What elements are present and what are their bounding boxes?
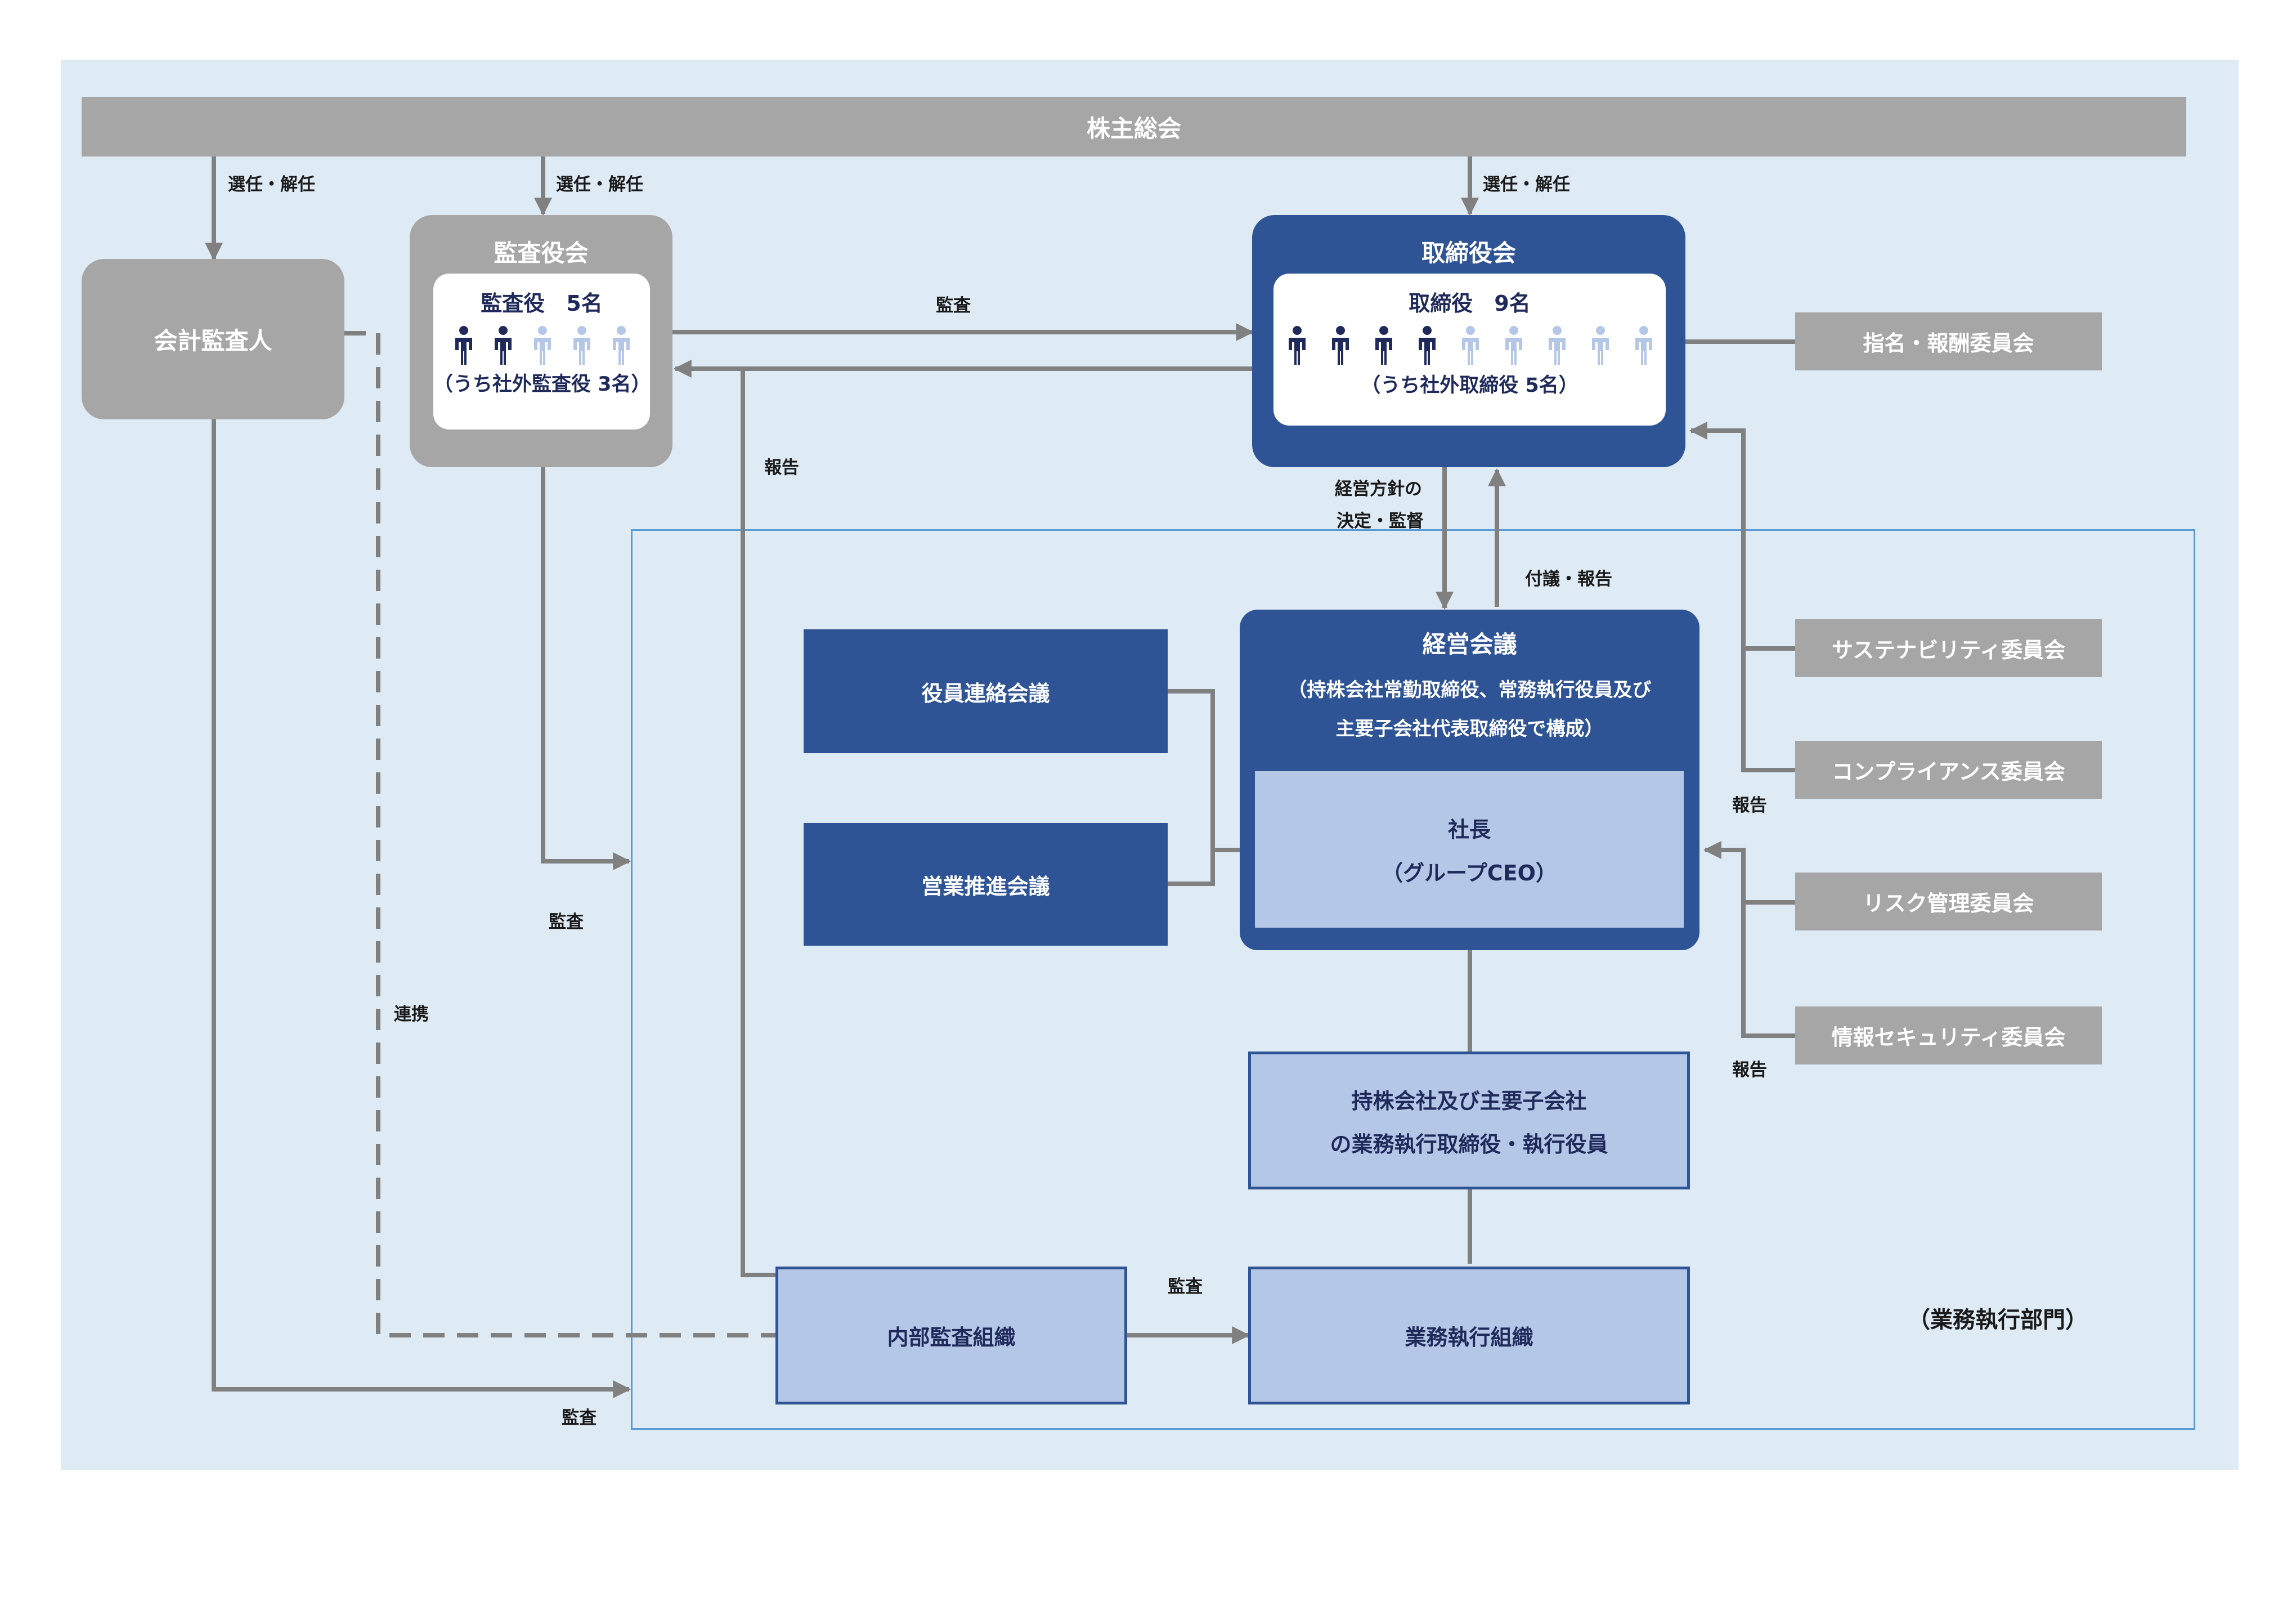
inside-person-icon xyxy=(495,326,512,365)
arrow-audit-exec xyxy=(541,467,631,870)
internal-audit-organization: 内部監査組織 xyxy=(775,1267,1127,1404)
president: 社長 （グループCEO） xyxy=(1252,768,1687,930)
shareholders-label: 株主総会 xyxy=(1086,114,1181,142)
shareholders-meeting: 株主総会 xyxy=(82,97,2186,156)
outside-person-icon xyxy=(1462,326,1479,365)
label-audit-exec: 監査 xyxy=(549,912,584,932)
committee-risk: リスク管理委員会 xyxy=(1795,873,2102,930)
label-appoint-3: 選任・解任 xyxy=(1483,175,1570,195)
management-meeting-desc-1: （持株会社常勤取締役、常務執行役員及び xyxy=(1288,679,1652,701)
executive-section-label: （業務執行部門） xyxy=(1908,1307,2088,1333)
inside-person-icon xyxy=(1289,326,1306,365)
committee-nomination: 指名・報酬委員会 xyxy=(1795,312,2102,370)
board-inner: 取締役 9名 （うち社外取締役 5名） xyxy=(1273,274,1666,426)
label-appoint-1: 選任・解任 xyxy=(228,175,315,195)
line-risk xyxy=(1703,841,1795,905)
board-people xyxy=(1289,326,1652,365)
label-report-to-audit-board: 報告 xyxy=(764,458,799,478)
committee-risk-label: リスク管理委員会 xyxy=(1863,891,2034,916)
label-audit-board-to-board: 監査 xyxy=(936,296,971,316)
line-infosec xyxy=(1741,902,1795,1038)
board-count: 取締役 9名 xyxy=(1409,291,1531,316)
officer-liaison-meeting: 役員連絡会議 xyxy=(804,629,1168,753)
operations-label: 業務執行組織 xyxy=(1405,1325,1533,1350)
board-title: 取締役会 xyxy=(1421,239,1516,267)
label-link: 連携 xyxy=(394,1004,429,1024)
committee-infosec: 情報セキュリティ委員会 xyxy=(1795,1006,2102,1064)
outside-person-icon xyxy=(534,326,551,365)
audit-board-title: 監査役会 xyxy=(494,239,589,267)
executive-officers-line-2: の業務執行取締役・執行役員 xyxy=(1330,1131,1608,1157)
inside-person-icon xyxy=(1332,326,1349,365)
inside-person-icon xyxy=(1419,326,1436,365)
outside-person-icon xyxy=(1505,326,1522,365)
officer-liaison-meeting-label: 役員連絡会議 xyxy=(921,681,1050,706)
line-internal-audit-report xyxy=(741,369,777,1277)
committee-sustainability-label: サステナビリティ委員会 xyxy=(1832,638,2065,663)
audit-board-outside: （うち社外監査役 3名） xyxy=(433,373,651,396)
board-outside: （うち社外取締役 5名） xyxy=(1361,374,1578,397)
label-report-sustainability: 報告 xyxy=(1732,795,1767,816)
sales-promotion-meeting: 営業推進会議 xyxy=(804,823,1168,946)
president-subtitle: （グループCEO） xyxy=(1382,861,1557,885)
audit-board-inner: 監査役 5名 （うち社外監査役 3名） xyxy=(433,274,651,430)
outside-person-icon xyxy=(613,326,630,365)
president-title: 社長 xyxy=(1447,817,1491,842)
outside-person-icon xyxy=(573,326,590,365)
sales-promotion-meeting-label: 営業推進会議 xyxy=(921,874,1050,899)
committee-sustainability: サステナビリティ委員会 xyxy=(1795,619,2102,677)
label-report-risk: 報告 xyxy=(1732,1060,1767,1080)
management-meeting-title: 経営会議 xyxy=(1422,630,1517,658)
business-operations-organization: 業務執行組織 xyxy=(1248,1267,1690,1404)
inside-person-icon xyxy=(1375,326,1392,365)
outside-person-icon xyxy=(1635,326,1652,365)
line-sustainability xyxy=(1689,422,1795,651)
dashed-link xyxy=(344,331,775,1337)
internal-audit-label: 内部監査組織 xyxy=(887,1325,1016,1350)
label-audit-accountant: 監査 xyxy=(562,1408,597,1428)
label-appoint-2: 選任・解任 xyxy=(556,175,643,195)
committee-compliance-label: コンプライアンス委員会 xyxy=(1832,759,2065,784)
label-proposal: 付議・報告 xyxy=(1525,569,1612,589)
committee-infosec-label: 情報セキュリティ委員会 xyxy=(1831,1025,2066,1050)
audit-board-people xyxy=(455,326,630,365)
audit-board-count: 監査役 5名 xyxy=(481,291,603,316)
arrow-accountant-audit xyxy=(212,419,631,1398)
executive-section-frame xyxy=(631,529,2195,1430)
inside-person-icon xyxy=(455,326,472,365)
label-policy-2: 決定・監督 xyxy=(1337,511,1424,531)
executive-officers-line-1: 持株会社及び主要子会社 xyxy=(1351,1088,1587,1113)
outside-person-icon xyxy=(1549,326,1566,365)
line-compliance xyxy=(1741,648,1795,772)
committee-nomination-label: 指名・報酬委員会 xyxy=(1863,331,2034,356)
label-audit-internal: 監査 xyxy=(1168,1277,1203,1297)
line-sales-meeting xyxy=(1168,848,1252,886)
outside-person-icon xyxy=(1592,326,1609,365)
accounting-auditor: 会計監査人 xyxy=(82,259,344,419)
committee-compliance: コンプライアンス委員会 xyxy=(1795,741,2102,799)
accounting-auditor-label: 会計監査人 xyxy=(154,327,272,355)
label-policy-1: 経営方針の xyxy=(1335,479,1422,499)
executive-officers: 持株会社及び主要子会社 の業務執行取締役・執行役員 xyxy=(1248,1052,1690,1189)
line-officer-meeting xyxy=(1168,689,1215,884)
management-meeting-desc-2: 主要子会社代表取締役で構成） xyxy=(1335,718,1604,740)
